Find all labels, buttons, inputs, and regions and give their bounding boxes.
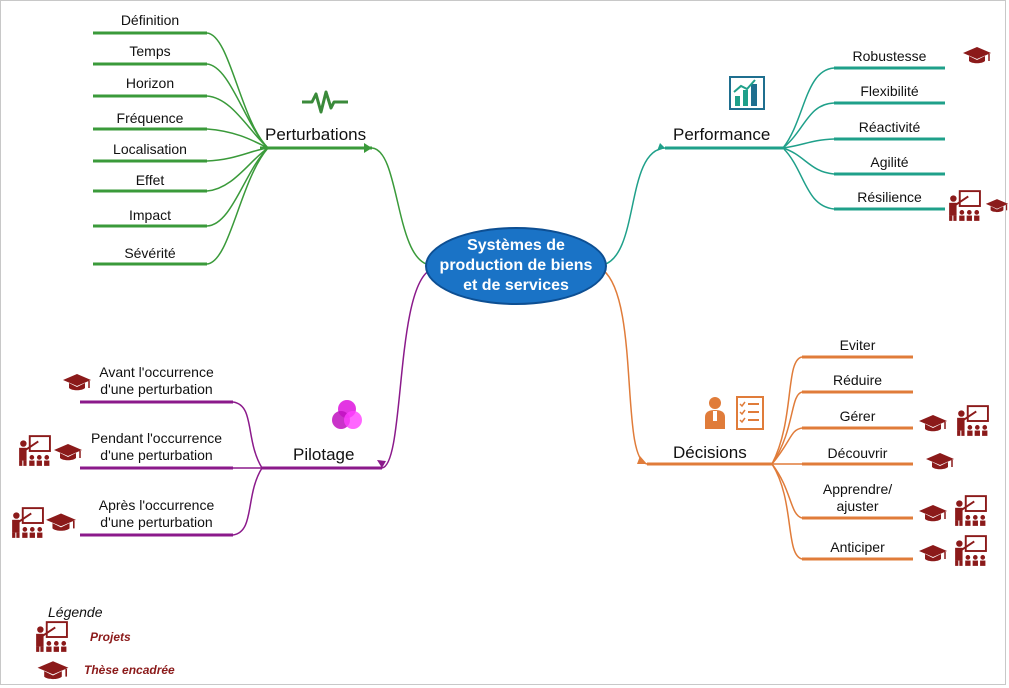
leaf-gerer: Gérer bbox=[839, 408, 876, 424]
bar-chart-icon bbox=[729, 76, 765, 110]
teacher-projects-icon bbox=[953, 535, 987, 567]
leaf-apprendre: Apprendre/ ajuster bbox=[822, 481, 893, 514]
checklist-person-icon bbox=[705, 396, 764, 430]
leaf-robustesse: Robustesse bbox=[852, 48, 927, 64]
leaf-horizon: Horizon bbox=[125, 75, 175, 91]
leaf-eviter: Eviter bbox=[839, 337, 876, 353]
leaf-severite: Sévérité bbox=[124, 245, 176, 261]
branch-decisions-label: Décisions bbox=[673, 443, 747, 462]
venn-circles-icon bbox=[332, 400, 362, 429]
graduation-cap-icon bbox=[925, 451, 955, 471]
arrowheads bbox=[364, 143, 665, 468]
leaf-impact: Impact bbox=[128, 207, 171, 223]
decisions-connectors bbox=[602, 269, 913, 561]
heartbeat-icon bbox=[302, 90, 348, 114]
graduation-cap-icon bbox=[962, 45, 992, 65]
graduation-cap-icon bbox=[918, 543, 948, 563]
leaf-avant: Avant l'occurrence d'une perturbation bbox=[99, 364, 214, 397]
legend-title: Légende bbox=[48, 604, 103, 620]
leaf-temps: Temps bbox=[129, 43, 171, 59]
graduation-cap-icon bbox=[918, 503, 948, 523]
graduation-cap-icon bbox=[918, 413, 948, 433]
leaf-frequence: Fréquence bbox=[116, 110, 184, 126]
leaf-resilience: Résilience bbox=[857, 189, 922, 205]
teacher-projects-icon bbox=[953, 495, 987, 527]
leaf-pendant: Pendant l'occurrence d'une perturbation bbox=[90, 430, 223, 463]
leaf-apres: Après l'occurrence d'une perturbation bbox=[98, 497, 215, 530]
graduation-cap-icon bbox=[985, 197, 1009, 214]
teacher-projects-icon bbox=[17, 435, 51, 467]
leaf-decouvrir: Découvrir bbox=[827, 445, 888, 461]
teacher-projects-icon bbox=[947, 190, 981, 222]
leaf-reduire: Réduire bbox=[832, 372, 883, 388]
leaf-localisation: Localisation bbox=[113, 141, 187, 157]
leaf-reactivite: Réactivité bbox=[858, 119, 921, 135]
legend-thesis: Thèse encadrée bbox=[84, 663, 175, 677]
graduation-cap-icon bbox=[53, 442, 83, 462]
leaf-anticiper: Anticiper bbox=[830, 539, 885, 555]
leaf-flexibilite: Flexibilité bbox=[860, 83, 919, 99]
leaf-definition: Définition bbox=[120, 12, 180, 28]
legend-projects: Projets bbox=[90, 630, 131, 644]
teacher-projects-icon bbox=[955, 405, 989, 437]
perturbations-connectors bbox=[93, 31, 431, 266]
branch-pilotage-label: Pilotage bbox=[293, 445, 355, 464]
pilotage-connectors bbox=[80, 269, 431, 537]
teacher-projects-icon bbox=[10, 507, 44, 539]
central-topic: Systèmes de production de biens et de se… bbox=[425, 227, 607, 305]
leaf-agilite: Agilité bbox=[870, 154, 909, 170]
performance-connectors bbox=[602, 66, 945, 266]
branch-performance-label: Performance bbox=[673, 125, 771, 144]
leaf-effet: Effet bbox=[135, 172, 165, 188]
graduation-cap-icon bbox=[62, 372, 92, 392]
branch-perturbations-label: Perturbations bbox=[265, 125, 367, 144]
graduation-cap-icon bbox=[36, 659, 70, 681]
teacher-projects-icon bbox=[34, 621, 68, 653]
graduation-cap-icon bbox=[45, 511, 77, 533]
